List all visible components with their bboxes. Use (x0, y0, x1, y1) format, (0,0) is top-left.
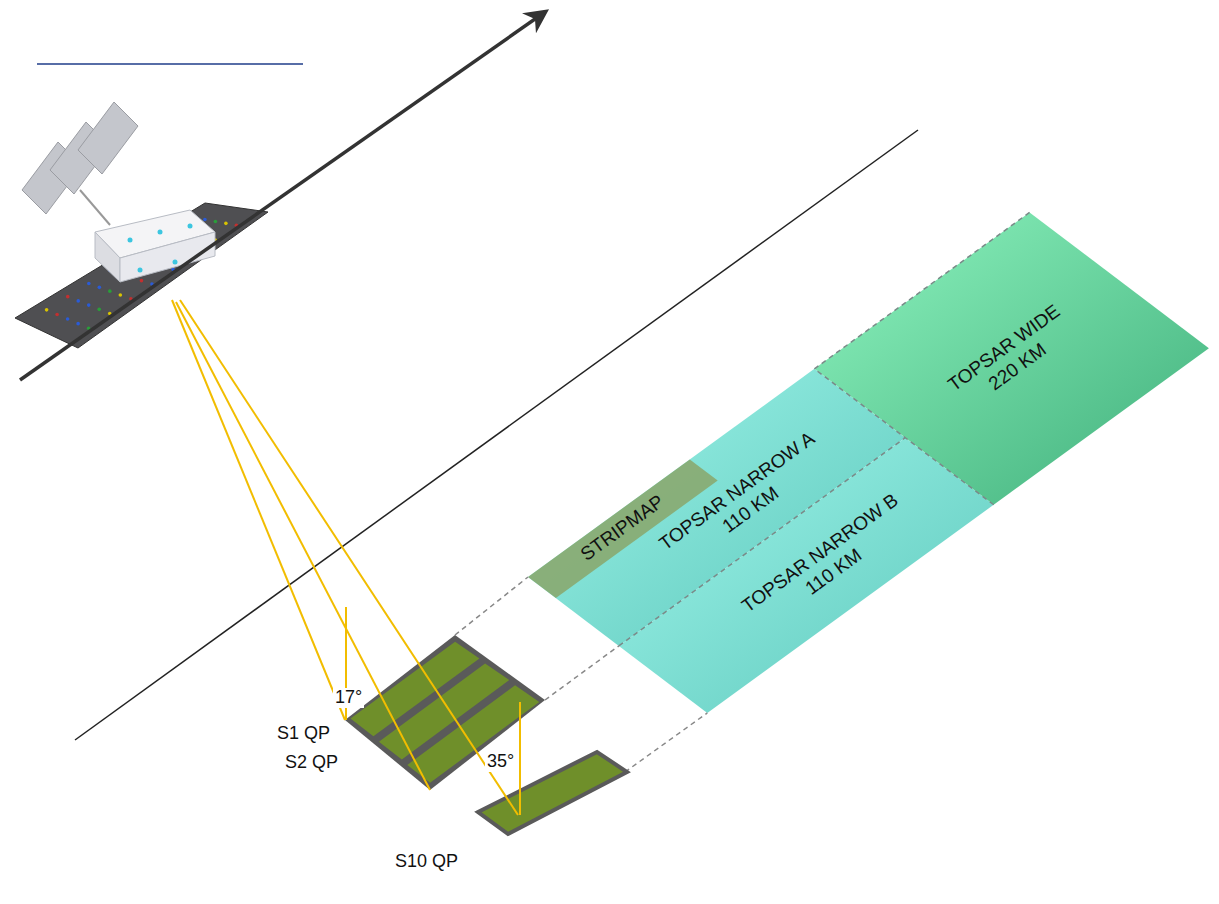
antenna-element (45, 308, 49, 312)
beam-ray (180, 300, 518, 815)
projection-line (455, 577, 528, 635)
projection-line (625, 713, 707, 772)
angle-label: 35° (485, 752, 516, 772)
antenna-element (140, 279, 144, 283)
satellite (15, 102, 268, 348)
antenna-element (87, 303, 91, 307)
beam-rays (172, 300, 520, 815)
antenna-element (97, 308, 101, 312)
beam-ray (519, 702, 521, 815)
bus-side (95, 232, 120, 282)
panel-boom (80, 190, 110, 225)
antenna-element (119, 293, 123, 297)
beam-label: S10 QP (393, 852, 460, 872)
solar-panel (78, 102, 138, 174)
sar-antenna (15, 203, 268, 348)
bus-fitting (188, 224, 193, 229)
beam-label: S1 QP (275, 724, 332, 744)
beam-ray (176, 302, 430, 790)
antenna-element (108, 289, 112, 293)
antenna-element (203, 218, 207, 222)
bus-fitting (138, 268, 143, 273)
beam-label: S2 QP (283, 753, 340, 773)
beam-patch-s10 (478, 752, 627, 834)
orbit-arrow (20, 12, 545, 380)
antenna-element (66, 295, 70, 299)
beam-ray (172, 300, 345, 720)
wide-swath (814, 212, 1209, 504)
bus-fitting (158, 230, 163, 235)
heading-rule (37, 63, 303, 65)
antenna-element (76, 322, 80, 326)
projection-line (545, 646, 619, 700)
swath-areas (528, 212, 1209, 713)
angle-label: 17° (333, 688, 364, 708)
antenna-element (66, 317, 70, 321)
antenna-element (98, 286, 102, 290)
beam-patches (345, 577, 707, 834)
antenna-element (214, 220, 218, 224)
bus-fitting (173, 260, 178, 265)
antenna-element (224, 222, 228, 226)
beam-patch-frame (345, 635, 545, 790)
antenna-element (76, 299, 80, 303)
antenna-element (55, 313, 59, 317)
bus-fitting (128, 238, 133, 243)
antenna-element (87, 282, 91, 286)
